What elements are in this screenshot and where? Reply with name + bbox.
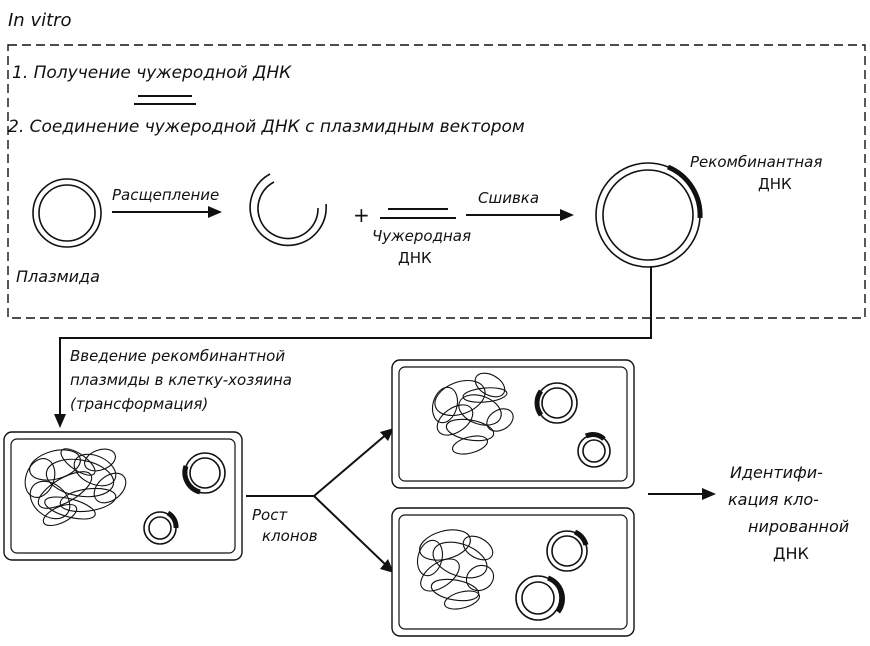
in-vitro-title: In vitro	[8, 10, 72, 31]
ident-text-4: ДНК	[773, 544, 810, 563]
chromosome-tangle	[416, 529, 495, 610]
foreign-dna-fragment	[380, 208, 456, 219]
plus-sign: +	[353, 203, 370, 227]
growth-label-2: клонов	[262, 527, 318, 545]
intro-text-3: (трансформация)	[70, 395, 208, 413]
ident-text-3: нированной	[748, 517, 849, 536]
foreign-dna-double-strand	[134, 95, 196, 105]
cell-plasmid-1	[182, 452, 226, 495]
foreign-dna-label-1: Чужеродная	[372, 227, 471, 245]
chromosome-tangle	[431, 372, 514, 455]
recombinant-label-1: Рекомбинантная	[690, 153, 822, 171]
ident-text-1: Идентифи-	[730, 463, 823, 482]
clone-cell-bottom	[391, 507, 635, 637]
ligation-arrow	[466, 209, 574, 221]
growth-label-1: Рост	[252, 506, 288, 524]
step1-text: 1. Получение чужеродной ДНК	[12, 63, 292, 83]
chromosome-tangle	[24, 448, 127, 527]
plasmid-label: Плазмида	[16, 267, 100, 286]
ligation-label: Сшивка	[478, 189, 539, 207]
clone-plasmid-3	[546, 529, 589, 572]
cleavage-label: Расщепление	[112, 186, 219, 204]
intro-text-1: Введение рекомбинантной	[70, 347, 285, 365]
foreign-dna-label-2: ДНК	[398, 249, 432, 267]
ident-text-2: кация кло-	[728, 490, 819, 509]
step2-text: 2. Соединение чужеродной ДНК с плазмидны…	[8, 117, 525, 137]
clone-plasmid-2	[577, 431, 611, 468]
in-vitro-frame	[7, 44, 866, 319]
recombinant-plasmid	[595, 162, 703, 268]
clone-plasmid-1	[534, 382, 578, 424]
clone-cell-top	[391, 359, 635, 489]
plasmid-cleaved	[249, 173, 327, 247]
cell-plasmid-2	[143, 510, 179, 545]
transformation-arrow	[54, 266, 652, 428]
intro-text-2: плазмиды в клетку-хозяина	[70, 371, 292, 389]
cleavage-arrow	[112, 206, 222, 218]
clone-plasmid-4	[515, 575, 565, 621]
host-cell	[3, 431, 243, 561]
recombinant-label-2: ДНК	[758, 175, 792, 193]
plasmid-intact	[32, 178, 102, 248]
identification-arrow	[648, 488, 716, 500]
clone-growth-arrows	[246, 428, 394, 573]
